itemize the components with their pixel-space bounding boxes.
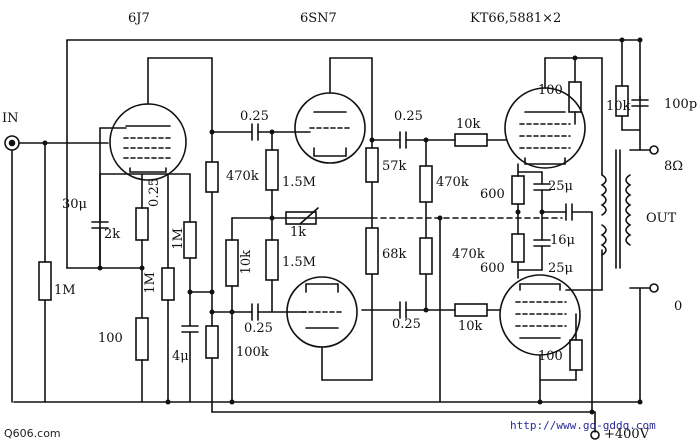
supply-label: +400V — [604, 427, 650, 442]
label-600-a: 600 — [480, 187, 505, 202]
resistor-600-b — [511, 233, 525, 263]
label-1M-a: 1M — [143, 272, 158, 294]
resistor-470k-b — [419, 165, 433, 203]
tube-6j7 — [109, 103, 187, 181]
resistor-10k-c — [454, 303, 488, 317]
label-1M5-b: 1.5M — [282, 255, 316, 270]
label-025-in2: 0.25 — [244, 321, 273, 336]
label-025-out1: 0.25 — [394, 109, 423, 124]
input-label: IN — [2, 111, 19, 126]
label-10k-c: 10k — [458, 319, 483, 334]
output-terminal-0 — [649, 283, 659, 293]
label-100-c: 100 — [538, 349, 563, 364]
label-100k: 100k — [236, 345, 269, 360]
header-6sn7: 6SN7 — [300, 11, 337, 26]
input-jack — [4, 135, 20, 403]
resistor-100-c — [569, 339, 583, 371]
resistor-10k-b — [454, 133, 488, 147]
label-10k-feedback: 10k — [606, 99, 631, 114]
output-label: OUT — [646, 211, 677, 226]
resistor-68k — [365, 227, 379, 275]
label-25u-a: 25μ — [548, 179, 573, 194]
watermark-right: http://www.go-gddq.com — [510, 419, 656, 432]
resistor-600-a — [511, 175, 525, 205]
tube-kt66-upper — [504, 87, 586, 169]
output-transformer — [600, 149, 632, 269]
resistor-2k — [135, 207, 149, 241]
header-kt66: KT66,5881×2 — [470, 11, 562, 26]
output-8ohm-label: 8Ω — [664, 159, 684, 174]
header-6j7: 6J7 — [128, 11, 150, 26]
label-025-vert: 0.25 — [147, 178, 162, 207]
resistor-100-a — [135, 317, 149, 361]
label-25u-b: 25μ — [548, 261, 573, 276]
output-terminal-8ohm — [649, 145, 659, 155]
resistor-100k — [205, 325, 219, 359]
tube-kt66-lower — [499, 274, 581, 356]
label-4u: 4μ — [172, 349, 189, 364]
resistor-10k-a — [225, 239, 239, 287]
resistor-57k — [365, 147, 379, 183]
label-10k-b: 10k — [456, 117, 481, 132]
b-plus-terminal — [590, 430, 600, 440]
watermark-left: Q606.com — [4, 427, 61, 440]
label-600-b: 600 — [480, 261, 505, 276]
label-57k: 57k — [382, 159, 407, 174]
label-1M-in: 1M — [54, 283, 76, 298]
label-30u: 30μ — [62, 197, 87, 212]
label-470k-c: 470k — [452, 247, 485, 262]
resistor-1M5-b — [265, 239, 279, 281]
label-1M-b: 1M — [171, 228, 186, 250]
output-0-label: 0 — [674, 299, 683, 314]
label-1k: 1k — [290, 225, 307, 240]
label-68k: 68k — [382, 247, 407, 262]
resistor-1M5-a — [265, 149, 279, 191]
label-100-a: 100 — [98, 331, 123, 346]
label-470k-b: 470k — [436, 175, 469, 190]
label-025-in1: 0.25 — [240, 109, 269, 124]
label-470k-a: 470k — [226, 169, 259, 184]
resistor-470k-a — [205, 161, 219, 193]
label-100p: 100p — [664, 97, 698, 112]
resistor-1M-a — [161, 267, 175, 301]
label-100-b: 100 — [538, 83, 563, 98]
label-2k: 2k — [104, 227, 121, 242]
tube-6sn7-upper — [294, 92, 366, 164]
resistor-470k-c — [419, 237, 433, 275]
label-025-out2: 0.25 — [392, 317, 421, 332]
label-16u: 16μ — [550, 233, 575, 248]
input-resistor-1M — [38, 261, 52, 301]
label-1M5-a: 1.5M — [282, 175, 316, 190]
label-10k-a: 10k — [239, 250, 254, 275]
junction-dots — [42, 37, 643, 415]
